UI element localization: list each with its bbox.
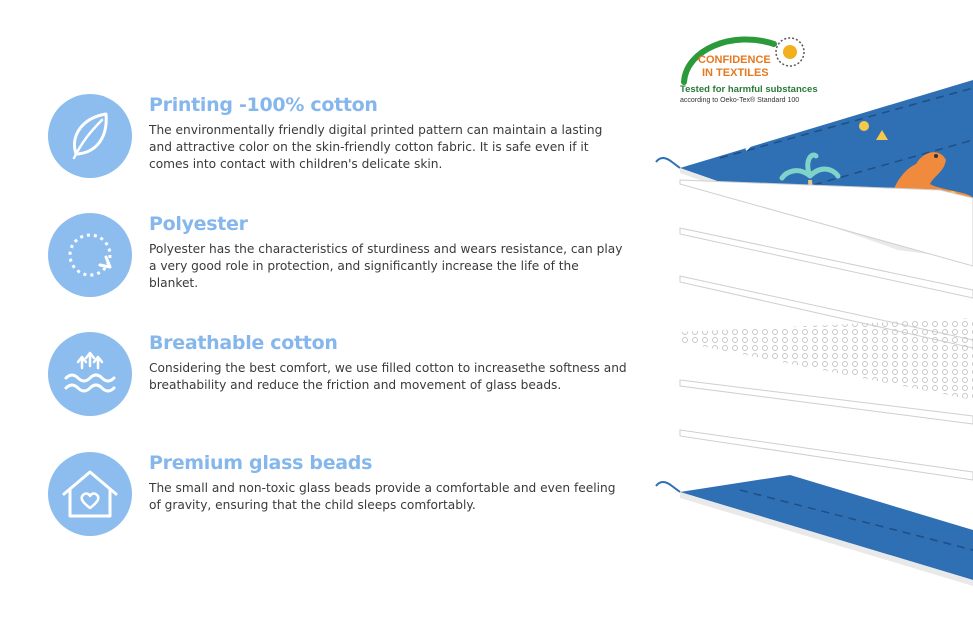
cotton-layers xyxy=(679,379,973,481)
feature-printing-cotton: Printing -100% cotton The environmentall… xyxy=(48,94,638,184)
house-heart-icon xyxy=(48,452,132,536)
feature-title: Printing -100% cotton xyxy=(149,94,378,116)
feature-polyester: Polyester Polyester has the characterist… xyxy=(48,213,638,303)
leaf-icon xyxy=(48,94,132,178)
logo-standard: according to Oeko-Tex® Standard 100 xyxy=(680,97,800,104)
logo-line1: CONFIDENCE xyxy=(698,54,771,66)
glass-beads-layer xyxy=(680,318,973,400)
blanket-layers-illustration xyxy=(655,80,973,586)
feature-description: The small and non-toxic glass beads prov… xyxy=(149,481,616,512)
bottom-fabric-layer xyxy=(655,475,973,586)
oeko-tex-logo: CONFIDENCE IN TEXTILES Tested for harmfu… xyxy=(672,30,822,112)
feature-title: Polyester xyxy=(149,213,248,235)
logo-arc-icon xyxy=(681,36,805,85)
feature-breathable-cotton: Breathable cotton Considering the best c… xyxy=(48,332,638,422)
airflow-waves-icon xyxy=(48,332,132,416)
feature-description: The environmentally friendly digital pri… xyxy=(149,123,603,171)
feature-title: Breathable cotton xyxy=(149,332,338,354)
logo-tested: Tested for harmful substances xyxy=(680,84,818,95)
feature-glass-beads: Premium glass beads The small and non-to… xyxy=(48,452,638,542)
feature-description: Polyester has the characteristics of stu… xyxy=(149,242,623,290)
feature-description: Considering the best comfort, we use fil… xyxy=(149,361,627,392)
feature-title: Premium glass beads xyxy=(149,452,373,474)
circular-arrow-icon xyxy=(48,213,132,297)
logo-line2: IN TEXTILES xyxy=(702,67,769,79)
